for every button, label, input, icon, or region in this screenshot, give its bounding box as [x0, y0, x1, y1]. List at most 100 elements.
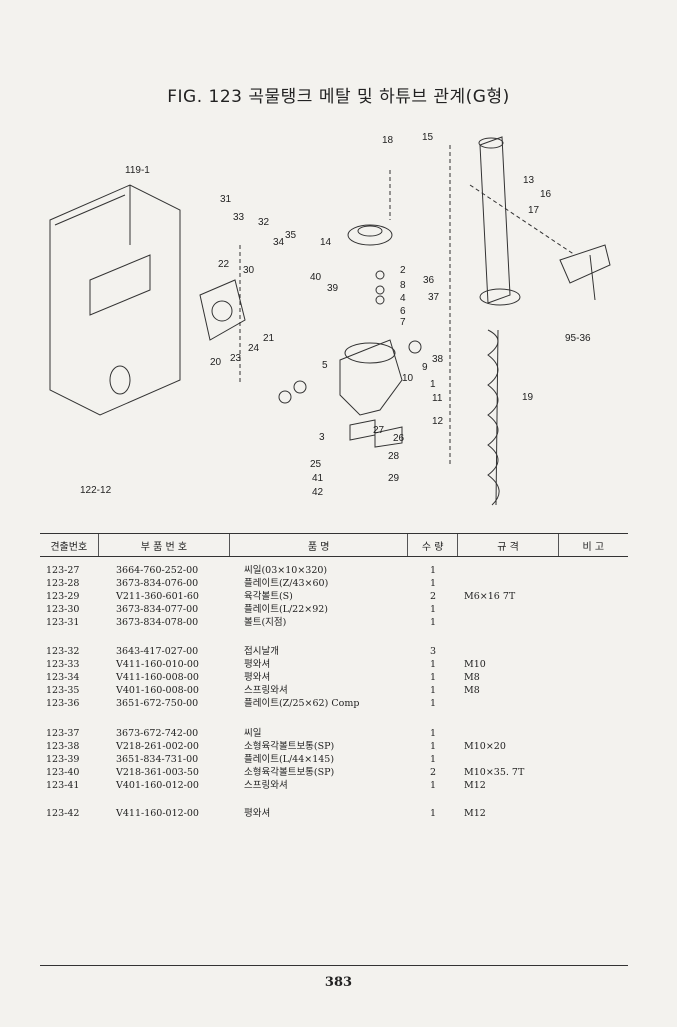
cell-qty: 1: [429, 808, 437, 819]
diagram-label: 33: [233, 212, 245, 223]
hopper-body: [339, 339, 403, 416]
cell-part: 3673-834-076-00: [116, 578, 199, 589]
cell-qty: 1: [429, 659, 437, 670]
cell-part: 3643-417-027-00: [116, 646, 199, 657]
figure-title: FIG. 123 곡물탱크 메탈 및 하튜브 관계(G형): [167, 87, 510, 107]
diagram-label: 15: [422, 132, 434, 143]
cell-name: 플레이트(Z/25×62) Comp: [244, 698, 360, 709]
bracket: [559, 244, 611, 301]
diagram-label: 5: [322, 360, 328, 371]
cell-name: 볼트(지점): [244, 617, 287, 628]
cell-qty: 1: [429, 741, 437, 752]
diagram-label: 36: [423, 275, 435, 286]
cell-part: V401-160-012-00: [116, 780, 199, 791]
table-row: 123-34 V411-160-008-00 평와셔 1 M8: [40, 671, 558, 684]
cell-name: 소형육각볼트보통(SP): [244, 767, 335, 778]
diagram-label: 7: [400, 317, 406, 328]
cell-qty: 1: [429, 728, 437, 739]
header-cell: 품 명: [230, 534, 408, 556]
diagram-label: 30: [243, 265, 255, 276]
cell-no: 123-39: [46, 754, 80, 765]
header-cell: 규 격: [458, 534, 559, 556]
page-number: 383: [324, 975, 353, 990]
cell-part: V218-361-003-50: [116, 767, 199, 778]
cell-name: 스프링와셔: [244, 780, 288, 791]
cell-part: 3664-760-252-00: [116, 565, 199, 576]
diagram-label: 2: [400, 265, 406, 276]
cell-name: 소형육각볼트보통(SP): [244, 741, 335, 752]
cell-part: V218-261-002-00: [116, 741, 199, 752]
cell-spec: M6×16 7T: [464, 591, 516, 602]
vertical-tube: [479, 136, 511, 304]
diagram-label: 35: [285, 230, 297, 241]
diagram-label: 21: [263, 333, 275, 344]
cell-qty: 1: [429, 698, 437, 709]
cell-no: 123-33: [46, 659, 80, 670]
cell-spec: M8: [464, 672, 480, 683]
cell-qty: 1: [429, 604, 437, 615]
diagram-label: 24: [248, 343, 260, 354]
cell-spec: [458, 727, 558, 740]
cell-part: 3673-834-077-00: [116, 604, 199, 615]
cell-qty: 1: [429, 617, 437, 628]
cell-part: V211-360-601-60: [116, 591, 199, 602]
diagram-label: 27: [373, 425, 385, 436]
diagram-label: 4: [400, 293, 406, 304]
diagram-label: 14: [320, 237, 332, 248]
cell-no: 123-32: [46, 646, 80, 657]
cell-no: 123-34: [46, 672, 80, 683]
diagram-label: 26: [393, 433, 405, 444]
diagram-label: 29: [388, 473, 400, 484]
cell-part: V401-160-008-00: [116, 685, 199, 696]
diagram-label: 40: [310, 272, 322, 283]
cell-name: 씨일: [244, 728, 262, 739]
cell-no: 123-42: [46, 808, 80, 819]
diagram-label: 34: [273, 237, 285, 248]
cell-no: 123-28: [46, 578, 80, 589]
diagram-label: 95-36: [565, 333, 591, 344]
diagram-label: 1: [430, 379, 436, 390]
auger-screw: [487, 329, 500, 506]
cell-part: 3673-672-742-00: [116, 728, 199, 739]
cell-name: 평와셔: [244, 672, 271, 683]
cell-part: 3651-672-750-00: [116, 698, 199, 709]
diagram-label: 38: [432, 354, 444, 365]
header-cell: 견출번호: [40, 534, 99, 556]
diagram-label: 37: [428, 292, 440, 303]
diagram-label: 122-12: [80, 485, 112, 496]
diagram-label: 32: [258, 217, 270, 228]
cell-no: 123-38: [46, 741, 80, 752]
diagram-label: 41: [312, 473, 324, 484]
cell-qty: 1: [429, 672, 437, 683]
diagram-label: 20: [210, 357, 222, 368]
cell-qty: 1: [429, 754, 437, 765]
cell-no: 123-30: [46, 604, 80, 615]
cell-qty: 1: [429, 685, 437, 696]
cell-no: 123-37: [46, 728, 80, 739]
table-header: 견출번호 부 품 번 호 품 명 수 량 규 격 비 고: [40, 533, 628, 557]
cell-part: 3651-834-731-00: [116, 754, 199, 765]
flange-plate: [199, 279, 246, 341]
diagram-label: 28: [388, 451, 400, 462]
diagram-label: 13: [523, 175, 535, 186]
table-row: 123-38 V218-261-002-00 소형육각볼트보통(SP) 1 M10×20: [40, 740, 558, 753]
cell-name: 육각볼트(S): [244, 591, 293, 602]
cell-part: V411-160-008-00: [116, 672, 199, 683]
cell-spec: M10×20: [464, 741, 506, 752]
bearing: [347, 224, 393, 246]
table-row: 123-37 3673-672-742-00 씨일 1: [40, 727, 558, 740]
cell-spec: [458, 697, 558, 710]
cell-spec: M8: [464, 685, 480, 696]
cell-no: 123-31: [46, 617, 80, 628]
diagram-label: 11: [432, 393, 443, 404]
